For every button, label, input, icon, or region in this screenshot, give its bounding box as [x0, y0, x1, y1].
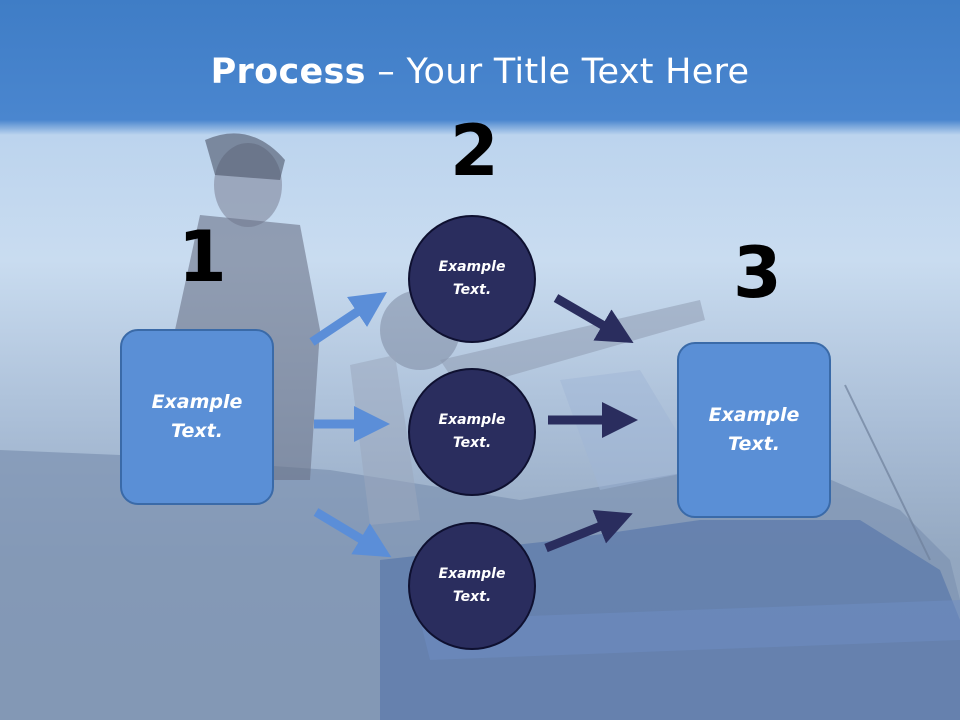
process-circle-3: Example Text. [408, 522, 536, 650]
step-box-1: Example Text. [120, 329, 274, 505]
process-circle-2-text: Example Text. [438, 412, 506, 451]
process-circle-1-text: Example Text. [438, 259, 506, 298]
process-circle-2: Example Text. [408, 368, 536, 496]
step-box-3: Example Text. [677, 342, 831, 518]
process-circle-1: Example Text. [408, 215, 536, 343]
step-number-1: 1 [178, 216, 227, 298]
step-number-2: 2 [450, 110, 499, 192]
process-circle-3-text: Example Text. [438, 566, 506, 605]
arrow-circle3-to-box3 [544, 509, 633, 553]
step-box-1-text: Example Text. [151, 391, 243, 442]
arrow-box1-to-circle3 [313, 508, 392, 558]
title-bold: Process [210, 52, 366, 92]
step-box-3-text: Example Text. [708, 404, 800, 455]
arrow-box1-to-circle1 [309, 292, 387, 346]
slide-title: Process – Your Title Text Here [0, 52, 960, 92]
title-rest: – Your Title Text Here [365, 52, 750, 92]
arrow-circle1-to-box3 [553, 294, 634, 344]
step-number-3: 3 [733, 232, 782, 314]
